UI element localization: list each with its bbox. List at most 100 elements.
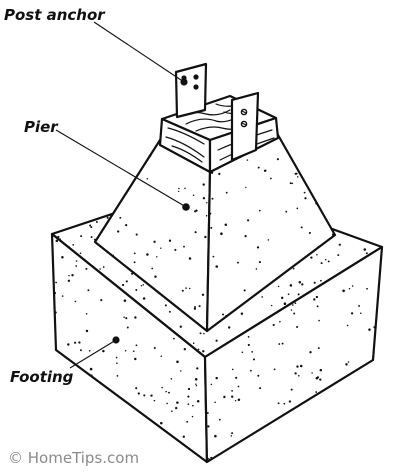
stipple-dot [160, 421, 163, 425]
stipple-dot [350, 312, 354, 315]
stipple-dot [272, 323, 275, 327]
stipple-dot [99, 268, 101, 270]
stipple-dot [363, 248, 367, 251]
stipple-dot [247, 219, 250, 222]
stipple-dot [181, 289, 184, 292]
stipple-dot [215, 376, 218, 380]
stipple-dot [72, 244, 75, 246]
stipple-dot [290, 309, 293, 311]
stipple-dot [85, 312, 88, 315]
stipple-dot [368, 328, 371, 331]
stipple-dot [327, 260, 330, 263]
stipple-dot [150, 394, 153, 397]
stipple-dot [342, 289, 345, 293]
stipple-dot [184, 187, 186, 190]
stipple-dot [75, 260, 78, 262]
stipple-dot [195, 383, 197, 385]
stipple-dot [161, 386, 163, 389]
stipple-dot [67, 343, 70, 346]
stipple-dot [227, 326, 231, 329]
callout-post-anchor [93, 21, 188, 86]
stipple-dot [182, 435, 185, 438]
stipple-dot [234, 399, 237, 402]
stipple-dot [301, 283, 304, 286]
stipple-dot [186, 420, 189, 423]
stipple-dot [205, 214, 208, 217]
stipple-dot [247, 336, 250, 338]
stipple-dot [85, 329, 89, 333]
anchor-nail-hole [240, 108, 248, 116]
stipple-dot [206, 202, 208, 204]
stipple-dot [106, 216, 109, 219]
stipple-dot [166, 402, 168, 405]
stipple-dot [210, 171, 214, 174]
stipple-dot [224, 223, 228, 227]
stipple-dot [198, 305, 201, 308]
stipple-dot [366, 287, 368, 290]
stipple-dot [277, 402, 280, 405]
stipple-dot [235, 376, 238, 379]
stipple-dot [289, 182, 292, 185]
stipple-dot [283, 402, 286, 405]
stipple-dot [195, 385, 198, 387]
stipple-dot [281, 342, 284, 345]
stipple-dot [55, 239, 59, 243]
footing-label: Footing [10, 368, 74, 386]
stipple-dot [93, 238, 96, 241]
anchor-back-plate [174, 62, 208, 119]
stipple-dot [137, 392, 140, 395]
stipple-dot [187, 387, 191, 391]
stipple-dot [165, 390, 167, 393]
stipple-dot [313, 281, 316, 284]
stipple-dot [168, 310, 171, 313]
stipple-dot [256, 246, 260, 249]
stipple-dot [318, 319, 320, 322]
stipple-dot [54, 310, 56, 313]
post-anchor-leader-line [93, 21, 185, 83]
stipple-dot [315, 295, 319, 299]
stipple-dot [192, 342, 195, 345]
stipple-dot [160, 247, 162, 249]
stipple-dot [87, 289, 90, 292]
stipple-dot [337, 254, 340, 257]
stipple-dot [168, 239, 172, 242]
stipple-dot [115, 356, 118, 359]
stipple-dot [309, 351, 312, 354]
footing-leader-line [69, 339, 117, 369]
stipple-dot [316, 253, 318, 256]
stipple-dot [61, 256, 64, 259]
stipple-dot [277, 285, 280, 288]
stipple-dot [215, 265, 218, 268]
stipple-dot [61, 295, 64, 297]
stipple-dot [210, 456, 213, 459]
stipple-dot [231, 389, 234, 392]
stipple-dot [68, 246, 71, 249]
stipple-dot [188, 287, 191, 290]
stipple-dot [267, 239, 270, 241]
stipple-dot [310, 256, 313, 259]
stipple-dot [79, 349, 82, 352]
stipple-dot [247, 343, 250, 347]
stipple-dot [278, 343, 281, 345]
stipple-dot [134, 357, 137, 361]
stipple-dot [360, 312, 362, 314]
stipple-dot [134, 316, 137, 319]
stipple-dot [131, 272, 134, 275]
stipple-dot [55, 281, 57, 284]
stipple-dot [192, 404, 194, 407]
stipple-dot [270, 304, 273, 307]
stipple-dot [313, 298, 316, 301]
stipple-dot [261, 296, 264, 298]
stipple-dot [100, 299, 103, 302]
stipple-dot [102, 266, 105, 268]
stipple-dot [255, 268, 258, 270]
stipple-dot [67, 279, 71, 282]
stipple-dot [237, 261, 239, 264]
stipple-dot [75, 265, 78, 267]
footing-leader-dot [112, 336, 120, 344]
stipple-dot [320, 279, 322, 282]
stipple-dot [212, 255, 215, 258]
stipple-dot [156, 256, 158, 258]
stipple-dot [194, 231, 197, 234]
